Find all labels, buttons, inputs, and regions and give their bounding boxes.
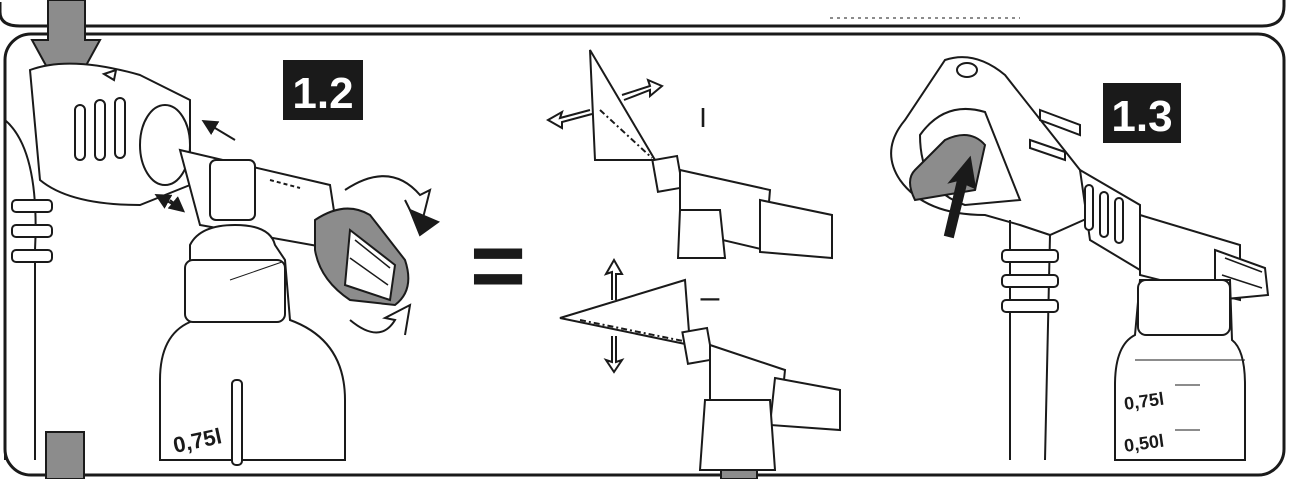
step-1-3-badge: 1.3 — [1103, 83, 1181, 143]
narrow-spray-symbol: I — [699, 102, 707, 133]
step-1-2-badge: 1.2 — [283, 60, 363, 120]
step-1-2-label: 1.2 — [292, 69, 353, 118]
top-panel-frame — [0, 0, 1286, 28]
wide-spray-symbol: – — [701, 278, 720, 316]
equals-sign: = — [470, 212, 526, 319]
middle-top-narrow-spray — [545, 49, 833, 260]
bottom-bar-left — [45, 431, 85, 479]
step-1-3-label: 1.3 — [1111, 92, 1172, 141]
step-1-3-illustration — [890, 56, 1270, 461]
step-1-2-illustration — [4, 62, 441, 466]
middle-bottom-wide-spray — [559, 257, 841, 471]
